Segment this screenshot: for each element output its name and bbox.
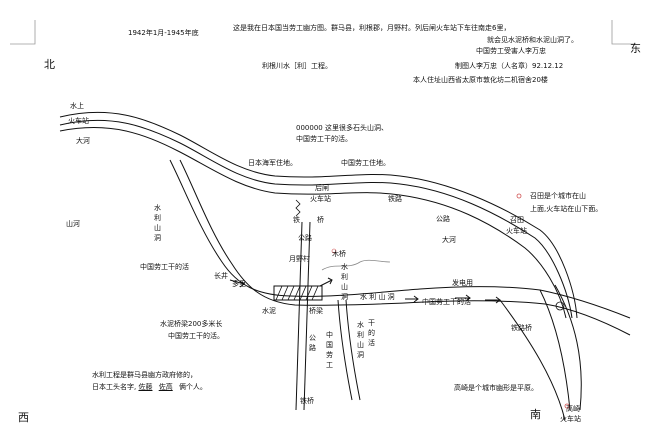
date-range: 1942年1月-1945年底 <box>128 29 199 37</box>
label-cement-bridge1: 水泥桥梁200多米长 <box>160 320 223 328</box>
canal-vertical <box>337 299 353 401</box>
south-river <box>499 299 566 421</box>
label-mountain-river: 山河 <box>66 220 80 228</box>
label-houjian2: 火车站 <box>310 195 331 203</box>
label-worker-work-left: 中国劳工干的活 <box>140 263 189 271</box>
label-iron-bridge-top2: 桥 <box>317 216 324 224</box>
label-jp-army-camp: 日本海军住地。 <box>248 159 297 167</box>
cement-bridge <box>273 285 323 301</box>
label-water-station2: 火车站 <box>68 117 89 125</box>
label-railway-top: 铁路 <box>388 195 402 203</box>
label-moon-village: 月野村 <box>289 255 310 263</box>
river-line <box>59 111 578 319</box>
foreman-name-2: 佐高 <box>158 383 173 391</box>
canal-note3: 俩个人。 <box>178 383 207 391</box>
intro-line: 这是我在日本国当劳工幽方图。群马县，利根郡，月野村。列后闸火车站下车往南走6里， <box>233 24 511 32</box>
label-iron-bridge-top1: 铁 <box>293 216 300 224</box>
label-long-well1: 长井 <box>214 272 228 280</box>
road-line <box>59 127 567 319</box>
label-cn-worker-camp: 中国劳工住地。 <box>341 159 390 167</box>
worker-line: 中国劳工受害人李万忠 <box>476 47 546 55</box>
road-vertical-left <box>295 221 303 411</box>
label-canal-vertical: 水利山洞 <box>357 321 364 359</box>
label-worker-work-mid: 中国劳工干的活 <box>422 298 471 306</box>
foreman-name-1: 佐藤 <box>138 383 153 391</box>
road-vertical-right <box>303 221 311 411</box>
south-railway <box>539 289 571 411</box>
label-zhaotian-note2: 上面,火车站在山下面。 <box>530 205 603 213</box>
label-zhaotian2: 火车站 <box>506 227 527 235</box>
label-road-vertical: 公路 <box>309 334 316 352</box>
label-road-mid: 公路 <box>298 234 312 242</box>
label-gaoqi-note: 高崎是个城市幽形是平原。 <box>454 384 538 392</box>
label-river-top: 大河 <box>76 137 90 145</box>
label-zhaotian-note1: 召田是个城市在山 <box>530 192 586 200</box>
intro-line2: 就会见水泥桥和水泥山洞了。 <box>487 36 578 44</box>
label-bridge: 桥梁 <box>309 307 323 315</box>
compass-north: 北 <box>44 58 55 71</box>
railway-line <box>59 119 573 319</box>
label-river-right: 大河 <box>442 236 456 244</box>
canal-vertical-inner <box>345 299 361 401</box>
canal-note2-text: 日本工头名字, <box>92 383 137 391</box>
label-water-station: 水上 <box>70 102 84 110</box>
compass-south: 南 <box>530 408 541 421</box>
compass-east: 东 <box>630 42 641 55</box>
label-dry-work: 干的活 <box>368 319 375 347</box>
label-canal-mid: 水 利 山 洞 <box>360 293 395 301</box>
tributary <box>321 259 391 271</box>
label-workers-vertical: 中国劳工 <box>326 331 333 369</box>
lower-river-line-inner <box>179 159 631 336</box>
label-cement-bridge2: 中国劳工干的活。 <box>168 332 224 340</box>
label-stone-tunnels2: 中国劳工干的活。 <box>296 135 352 143</box>
canal-note1: 水利工程是群马县幽方政府修的， <box>92 371 197 379</box>
label-canal-upper: 水利山洞 <box>154 204 161 242</box>
zigzag-road <box>295 199 301 217</box>
label-canal-tributary: 水利山洞 <box>341 263 348 301</box>
label-iron-bridge-bottom: 铁桥 <box>300 397 314 405</box>
drawer-line: 制图人李万忠（人名章）92.12.12 <box>455 62 564 70</box>
label-stone-tunnels1: 000000 这里很多石头山洞、 <box>296 124 388 132</box>
label-cement: 水泥 <box>262 307 276 315</box>
label-gaoqi2: 火车站 <box>560 415 581 423</box>
south-road <box>554 284 582 411</box>
label-steel-bridge-right: 铁路桥 <box>511 324 532 332</box>
label-houjian1: 后闸 <box>315 184 329 192</box>
project-line: 利根川水［利］工程。 <box>262 62 332 70</box>
label-power-plant: 发电用 <box>452 279 473 287</box>
label-road-right: 公路 <box>436 215 450 223</box>
label-long-well2: 多里 <box>232 280 246 288</box>
label-wooden-bridge: 木桥 <box>332 250 346 258</box>
address-line: 本人住址山西省太原市敦化坊二机宿舍20楼 <box>413 76 548 84</box>
label-zhaotian1: 召田 <box>510 216 524 224</box>
lower-river-line <box>169 159 631 319</box>
label-gaoqi1: 高崎 <box>566 405 580 413</box>
canal-note2: 日本工头名字, 佐藤 佐高 俩个人。 <box>92 383 207 392</box>
compass-west: 西 <box>18 411 29 424</box>
